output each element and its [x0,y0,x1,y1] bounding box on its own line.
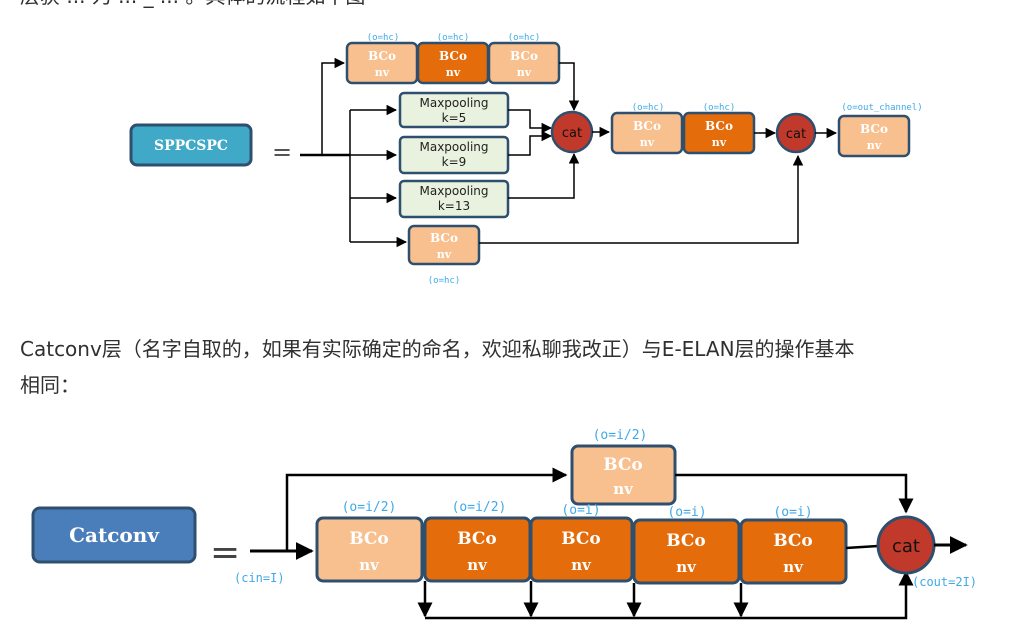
top-cut-text: 层获 ... 为 ... _ ... 。具体的流程如下图 [20,0,365,14]
sppcspc-box: SPPCSPC [129,123,253,167]
catconv-diagram: Catconv = (cin=I) (o=i/2) BCo nv (o=i/2)… [31,428,977,620]
bconv-top-2: BCo nv [416,41,490,85]
svg-text:nv: nv [446,66,461,79]
svg-text:k=5: k=5 [442,111,467,125]
svg-text:BCo: BCo [705,119,733,133]
svg-text:nv: nv [867,139,882,152]
cat-node-1: cat [550,110,594,154]
branch-to-top-bconv [285,467,568,551]
svg-text:nv: nv [676,558,697,576]
svg-text:nv: nv [517,66,532,79]
svg-text:BCo: BCo [561,529,601,549]
bconv-top-3: BCo nv [487,41,561,85]
top-bconv-label: (o=i/2) [593,428,648,443]
svg-text:Maxpooling: Maxpooling [420,140,489,154]
bconv-out: BCo nv [837,114,911,158]
svg-text:cat: cat [892,536,920,557]
svg-text:BCo: BCo [666,531,706,551]
arrow-top-to-cat [559,62,580,112]
out-channel-label: (o=out_channel) [841,103,922,113]
svg-text:nv: nv [640,136,655,149]
hc-label-bottom: (o=hc) [428,276,461,286]
catconv-paragraph-line1: Catconv层（名字自取的，如果有实际确定的命名，欢迎私聊我改正）与E-ELA… [20,337,855,361]
cin-label: (cin=I) [234,571,285,585]
svg-text:nv: nv [613,480,634,498]
sppcspc-equals: = [272,138,292,166]
sppcspc-label: SPPCSPC [154,138,228,154]
svg-text:cat: cat [562,126,582,141]
svg-text:nv: nv [571,556,592,574]
catconv-cat-node: cat [876,515,936,575]
catconv-box: Catconv [31,506,197,564]
svg-text:nv: nv [375,66,390,79]
bconv-catconv-top: BCo nv [570,444,677,506]
sppcspc-diagram: SPPCSPC = (o=hc) BCo nv (o=hc) BCo nv (o… [129,33,923,286]
bconv-label-2: (o=i/2) [452,500,507,515]
maxpool-3: Maxpooling k=13 [398,179,510,219]
svg-text:BCo: BCo [603,455,643,475]
svg-text:k=9: k=9 [442,155,467,169]
svg-text:Maxpooling: Maxpooling [420,184,489,198]
bconv-catconv-2: BCo nv [423,516,532,583]
bconv-mid-2: BCo nv [682,111,756,155]
svg-text:nv: nv [783,558,804,576]
hc-label-5: (o=hc) [703,103,736,113]
cat-node-2: cat [775,112,817,154]
hc-label-3: (o=hc) [508,33,541,43]
catconv-label: Catconv [69,523,160,547]
bconv-catconv-4: BCo nv [632,518,741,585]
bconv-mid-1: BCo nv [610,111,684,155]
bconv-bottom: BCo nv [407,224,481,266]
bconv-label-3: (o=i) [561,503,600,518]
hc-label-2: (o=hc) [437,33,470,43]
svg-text:BCo: BCo [457,529,497,549]
catconv-equals: = [210,532,240,573]
svg-text:nv: nv [359,556,380,574]
cout-label: (cout=2I) [912,575,977,589]
svg-text:BCo: BCo [430,231,458,245]
svg-text:BCo: BCo [510,49,538,63]
bconv-top-1: BCo nv [345,41,419,85]
bconv-catconv-5: BCo nv [739,518,848,585]
svg-text:nv: nv [437,248,452,261]
svg-text:BCo: BCo [860,122,888,136]
bconv-catconv-3: BCo nv [529,516,634,583]
svg-text:BCo: BCo [773,531,813,551]
svg-text:nv: nv [712,136,727,149]
svg-text:BCo: BCo [633,119,661,133]
collector-bus [425,570,914,620]
svg-text:BCo: BCo [349,529,389,549]
hc-label-4: (o=hc) [632,103,665,113]
catconv-paragraph: Catconv层（名字自取的，如果有实际确定的命名，欢迎私聊我改正）与E-ELA… [20,331,1020,403]
bconv-label-5: (o=i) [773,505,812,520]
maxpool-2: Maxpooling k=9 [398,135,510,175]
hc-label-1: (o=hc) [367,33,400,43]
branch-top [321,57,346,155]
bconv-label-1: (o=i/2) [342,500,397,515]
svg-text:Maxpooling: Maxpooling [420,96,489,110]
svg-text:BCo: BCo [368,49,396,63]
catconv-paragraph-line2: 相同： [20,373,80,397]
bconv-catconv-1: BCo nv [315,516,424,583]
top-bconv-to-cat [675,473,914,514]
svg-text:BCo: BCo [439,49,467,63]
arrow-bottom-to-cat2 [479,154,804,244]
svg-text:cat: cat [786,127,806,142]
maxpool-1: Maxpooling k=5 [398,91,510,129]
bconv-label-4: (o=i) [667,505,706,520]
svg-text:k=13: k=13 [438,199,470,213]
svg-text:nv: nv [467,556,488,574]
